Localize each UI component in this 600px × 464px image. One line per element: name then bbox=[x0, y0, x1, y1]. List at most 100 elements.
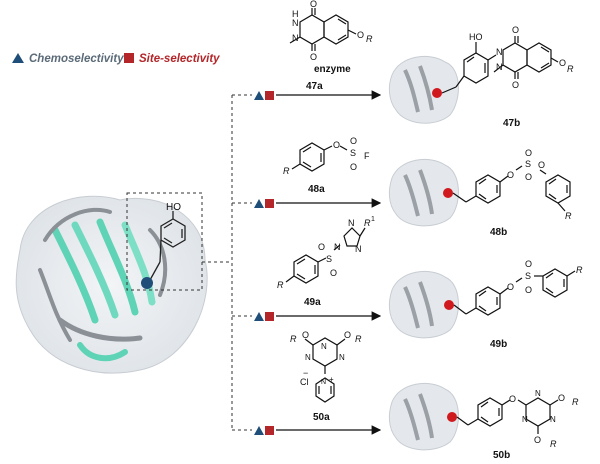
product-50b-label: 50b bbox=[493, 450, 510, 461]
atom-o: O bbox=[512, 25, 519, 35]
legend-chemo-label: Chemoselectivity bbox=[29, 53, 124, 65]
atom-n: N bbox=[522, 415, 528, 424]
atom-o: O bbox=[344, 330, 351, 340]
product-protein-47b bbox=[388, 55, 465, 124]
atom-n: N bbox=[550, 415, 556, 424]
atom-r: R bbox=[366, 34, 373, 44]
atom-n: N bbox=[355, 244, 362, 254]
site-square-icon bbox=[265, 91, 274, 100]
reagent-48a-label: 48a bbox=[308, 184, 325, 195]
atom-r1: R bbox=[364, 218, 371, 228]
site-square-icon bbox=[265, 199, 274, 208]
atom-r: R bbox=[576, 265, 583, 275]
product-47b-structure bbox=[463, 36, 559, 84]
atom-o: O bbox=[525, 285, 532, 295]
atom-n: N bbox=[348, 218, 355, 228]
atom-f: F bbox=[364, 151, 370, 161]
atom-o: O bbox=[357, 30, 364, 40]
atom-o: O bbox=[507, 282, 514, 292]
atom-o: O bbox=[525, 259, 532, 269]
atom-o: O bbox=[302, 330, 309, 340]
site-square-icon bbox=[265, 312, 274, 321]
superscript-1: 1 bbox=[371, 216, 375, 223]
chloride-label: Cl bbox=[300, 377, 309, 387]
reagent-47a-label: 47a bbox=[306, 81, 323, 92]
product-49b-structure bbox=[475, 268, 576, 316]
atom-o: O bbox=[558, 393, 565, 403]
legend-site-label: Site-selectivity bbox=[139, 53, 220, 65]
atom-n: N bbox=[496, 47, 503, 57]
product-49b-label: 49b bbox=[490, 339, 507, 350]
tyrosine-ho-label: HO bbox=[166, 202, 181, 213]
atom-n: N bbox=[321, 342, 327, 351]
reagent-49a-label: 49a bbox=[304, 297, 321, 308]
atom-s: S bbox=[525, 271, 531, 281]
chemo-triangle-icon bbox=[254, 91, 264, 100]
atom-r: R bbox=[277, 280, 284, 290]
tyrosine-site-marker bbox=[141, 277, 153, 289]
product-protein-50b bbox=[388, 382, 479, 451]
enzyme-label: enzyme bbox=[314, 64, 351, 75]
product-protein-48b bbox=[388, 158, 477, 227]
plus-charge: + bbox=[329, 375, 334, 384]
atom-o: O bbox=[525, 172, 532, 182]
reagent-49a-structure bbox=[285, 227, 366, 284]
triangle-icon bbox=[12, 53, 24, 63]
branch-lines bbox=[202, 94, 252, 431]
legend-site-selectivity: Site-selectivity bbox=[124, 53, 220, 65]
atom-o: O bbox=[512, 80, 519, 90]
legend-chemoselectivity: Chemoselectivity bbox=[12, 53, 124, 65]
chemo-triangle-icon bbox=[254, 312, 264, 321]
square-icon bbox=[124, 53, 134, 63]
atom-r: R bbox=[355, 334, 362, 344]
row-markers bbox=[254, 90, 382, 435]
product-protein-49b bbox=[388, 270, 477, 339]
atom-o: O bbox=[525, 148, 532, 158]
reagent-48a-structure bbox=[291, 142, 348, 172]
atom-n: N bbox=[305, 353, 311, 362]
atom-o: O bbox=[350, 162, 357, 172]
atom-r: R bbox=[283, 166, 290, 176]
atom-o: O bbox=[310, 52, 317, 62]
atom-ho: HO bbox=[469, 32, 483, 42]
atom-s: S bbox=[525, 159, 531, 169]
atom-n: N bbox=[334, 242, 341, 252]
chemo-triangle-icon bbox=[254, 426, 264, 435]
atom-s: S bbox=[350, 148, 356, 158]
atom-n: N bbox=[496, 62, 503, 72]
product-50b-structure bbox=[477, 397, 559, 434]
atom-r: R bbox=[550, 439, 557, 449]
atom-o: O bbox=[559, 58, 566, 68]
atom-o: O bbox=[509, 394, 516, 404]
atom-o: O bbox=[330, 268, 337, 278]
native-protein: HO bbox=[15, 192, 208, 374]
atom-n: N bbox=[292, 18, 299, 28]
reagent-50a-structure bbox=[304, 337, 346, 403]
atom-r: R bbox=[290, 334, 297, 344]
atom-n: N bbox=[321, 379, 326, 386]
atom-r: R bbox=[572, 397, 579, 407]
atom-h: H bbox=[292, 9, 299, 19]
reagent-47a-structure bbox=[289, 8, 357, 51]
atom-o: O bbox=[333, 140, 340, 150]
product-48b-structure bbox=[475, 165, 571, 212]
atom-s: S bbox=[326, 254, 332, 264]
minus-charge: − bbox=[303, 368, 308, 378]
atom-n: N bbox=[292, 33, 299, 43]
atom-o: O bbox=[350, 136, 357, 146]
atom-o: O bbox=[507, 170, 514, 180]
atom-o: O bbox=[538, 160, 545, 170]
chemo-triangle-icon bbox=[254, 199, 264, 208]
atom-n: N bbox=[535, 389, 541, 398]
reagent-50a-label: 50a bbox=[313, 412, 330, 423]
atom-n: N bbox=[339, 353, 345, 362]
atom-o: O bbox=[534, 435, 541, 445]
atom-o: O bbox=[318, 242, 325, 252]
atom-r: R bbox=[567, 64, 574, 74]
atom-r: R bbox=[565, 211, 572, 221]
site-square-icon bbox=[265, 426, 274, 435]
product-47b-label: 47b bbox=[503, 118, 520, 129]
atom-o: O bbox=[310, 0, 317, 9]
